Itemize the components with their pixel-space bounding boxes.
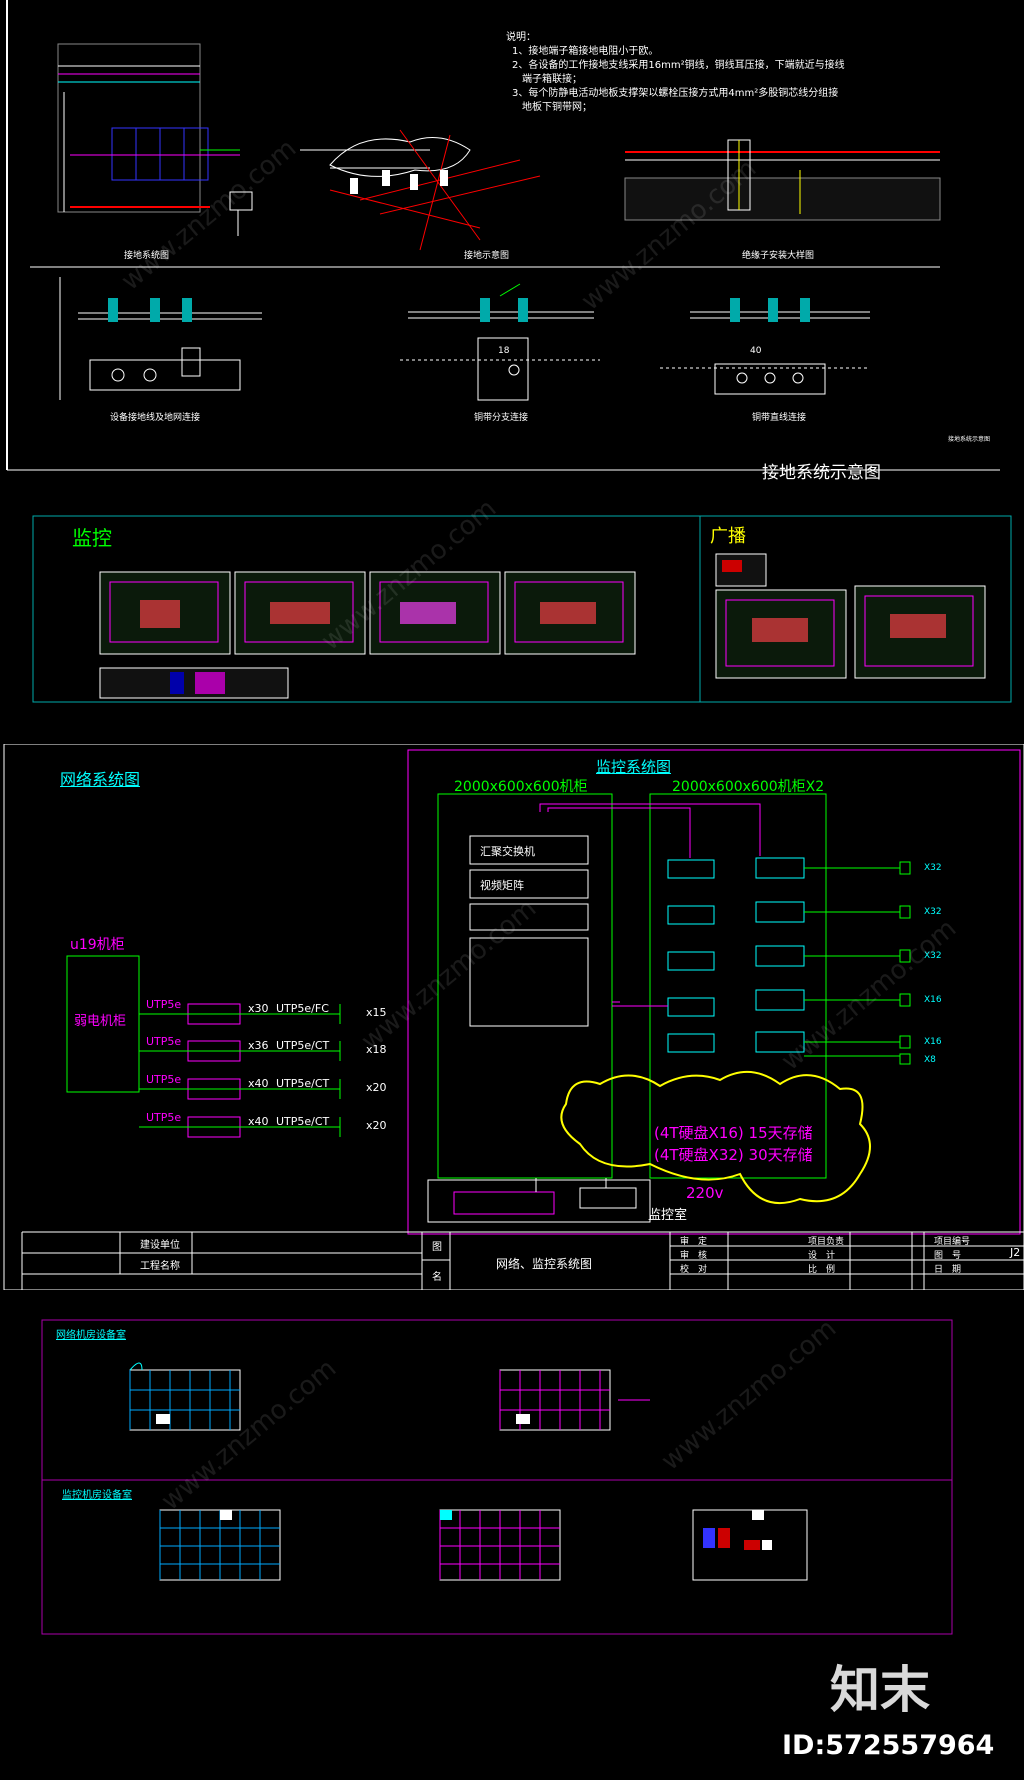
- cabinet2-label: 2000x600x600机柜X2: [672, 779, 825, 795]
- tb-name-label: 名: [432, 1272, 442, 1283]
- row4-cable: UTP5e: [146, 1111, 182, 1124]
- tb-sheet-no: 图 号: [934, 1251, 962, 1261]
- broadcast-label: 广播: [710, 526, 746, 547]
- u19-cabinet-title: u19机柜: [70, 937, 125, 953]
- caption-ground-system: 接地系统图: [124, 251, 170, 261]
- mon-room-label: 监控机房设备室: [62, 1490, 132, 1501]
- output-3: X32: [924, 951, 942, 961]
- row4-mult: x20: [366, 1119, 387, 1132]
- tb-sheet-code: J2: [1010, 1246, 1021, 1259]
- mon-room-plan-2: [439, 1509, 561, 1581]
- tb-approve: 审 定: [680, 1237, 708, 1247]
- monitor-thumbnails: [99, 571, 636, 699]
- equipment-rooms-panel: 网络机房设备室 监控机房设备室: [0, 1318, 1024, 1638]
- monitor-system-title: 监控系统图: [596, 758, 672, 776]
- monitor-room-label: 监控室: [648, 1208, 688, 1223]
- tb-design: 设 计: [808, 1251, 836, 1261]
- row1-cable: UTP5e: [146, 998, 182, 1011]
- brand-id: ID:572557964: [782, 1730, 995, 1761]
- grounding-panel: 说明： 1、接地端子箱接地电阻小于欧。 2、各设备的工作接地支线采用16mm²铜…: [0, 0, 1024, 483]
- output-5: X16: [924, 1037, 942, 1047]
- caption-straight: 铜带直线连接: [752, 413, 807, 423]
- cabinet-body-label: 弱电机柜: [74, 1014, 127, 1029]
- caption-equipment-ground: 设备接地线及地网连接: [110, 413, 201, 423]
- row2-spec: UTP5e/CT: [276, 1039, 330, 1052]
- row2-cable: UTP5e: [146, 1035, 182, 1048]
- monitor-broadcast-frame: [32, 515, 1012, 703]
- mon-room-plan-3: [692, 1509, 808, 1581]
- storage-30-days: (4T硬盘X32) 30天存储: [654, 1146, 813, 1164]
- tb-project-no: 项目编号: [934, 1237, 971, 1247]
- caption-branch: 铜带分支连接: [474, 413, 529, 423]
- video-matrix: 视频矩阵: [480, 879, 524, 892]
- output-6: X8: [924, 1055, 936, 1065]
- caption-terminal-detail: 绝缘子安装大样图: [742, 251, 815, 261]
- monitor-label: 监控: [72, 526, 112, 550]
- branch-connection-figure: [400, 283, 600, 401]
- row3-mult: x20: [366, 1081, 387, 1094]
- equipment-ground-figure: [59, 277, 262, 400]
- row1-spec: UTP5e/FC: [276, 1002, 329, 1015]
- row3-count: x40: [248, 1077, 269, 1090]
- output-2: X32: [924, 907, 942, 917]
- net-room-plan-1: [129, 1362, 241, 1431]
- equipment-rooms-drawing: [41, 1319, 953, 1635]
- notes-line-2: 2、各设备的工作接地支线采用16mm²铜线，铜线耳压接，下端就近与接线: [512, 60, 845, 71]
- network-title: 网络系统图: [60, 770, 141, 789]
- row3-cable: UTP5e: [146, 1073, 182, 1086]
- storage-cloud: [560, 1070, 871, 1204]
- net-room-label: 网络机房设备室: [56, 1330, 126, 1341]
- decoder-units: [755, 857, 805, 1053]
- notes-line-3b: 地板下铜带网；: [522, 102, 592, 113]
- grounding-drawing: [6, 0, 1000, 471]
- tb-leader: 项目负责: [808, 1237, 845, 1247]
- voltage-220v: 220v: [686, 1184, 724, 1202]
- tb-project-name: 工程名称: [140, 1261, 180, 1272]
- dimension-40: 40: [750, 346, 762, 356]
- terminal-detail-figure: [624, 139, 941, 221]
- tb-scale: 比 例: [808, 1265, 836, 1275]
- row2-mult: x18: [366, 1043, 387, 1056]
- row2-count: x36: [248, 1039, 269, 1052]
- output-4: X16: [924, 995, 942, 1005]
- cabinet1-label: 2000x600x600机柜: [454, 779, 588, 795]
- storage-15-days: (4T硬盘X16) 15天存储: [654, 1124, 813, 1142]
- row1-mult: x15: [366, 1006, 387, 1019]
- net-room-plan-2: [499, 1369, 650, 1431]
- notes-line-2b: 端子箱联接；: [522, 74, 582, 85]
- brand-logo: 知末: [830, 1661, 930, 1719]
- row4-spec: UTP5e/CT: [276, 1115, 330, 1128]
- tb-check: 校 对: [680, 1265, 708, 1275]
- monitor-broadcast-panel: 监控 广播: [0, 490, 1024, 725]
- row1-count: x30: [248, 1002, 269, 1015]
- network-monitor-drawing: [3, 744, 1024, 1290]
- tb-drawing-label: 图: [432, 1242, 442, 1253]
- footer-small-title: 接地系统示意图: [948, 436, 991, 443]
- tb-review: 审 核: [680, 1251, 708, 1261]
- aggregation-switch: 汇聚交换机: [480, 845, 535, 858]
- notes-line-3: 3、每个防静电活动地板支撑架以螺栓压接方式用4mm²多股铜芯线分组接: [512, 88, 839, 99]
- row4-count: x40: [248, 1115, 269, 1128]
- broadcast-thumbnails: [715, 553, 986, 679]
- storage-units: [667, 859, 715, 1053]
- network-rows: [139, 1003, 341, 1138]
- grounding-main-title: 接地系统示意图: [762, 463, 881, 483]
- ground-schematic-figure: [300, 129, 541, 251]
- notes-line-1: 1、接地端子箱接地电阻小于欧。: [512, 46, 659, 57]
- dimension-18: 18: [498, 346, 510, 356]
- tb-date: 日 期: [934, 1265, 962, 1275]
- tb-build-unit: 建设单位: [140, 1240, 180, 1251]
- row3-spec: UTP5e/CT: [276, 1077, 330, 1090]
- ground-system-figure: [57, 43, 253, 236]
- mon-room-plan-1: [159, 1509, 281, 1581]
- tb-drawing-name: 网络、监控系统图: [496, 1257, 593, 1271]
- network-monitor-sheet: 网络系统图 u19机柜 弱电机柜 UTP5e x30 UTP5e/FC x15 …: [0, 744, 1024, 1290]
- caption-ground-schematic: 接地示意图: [464, 251, 510, 261]
- title-block: [21, 1231, 1024, 1290]
- notes-title: 说明：: [506, 32, 536, 43]
- straight-connection-figure: [660, 298, 870, 395]
- output-1: X32: [924, 863, 942, 873]
